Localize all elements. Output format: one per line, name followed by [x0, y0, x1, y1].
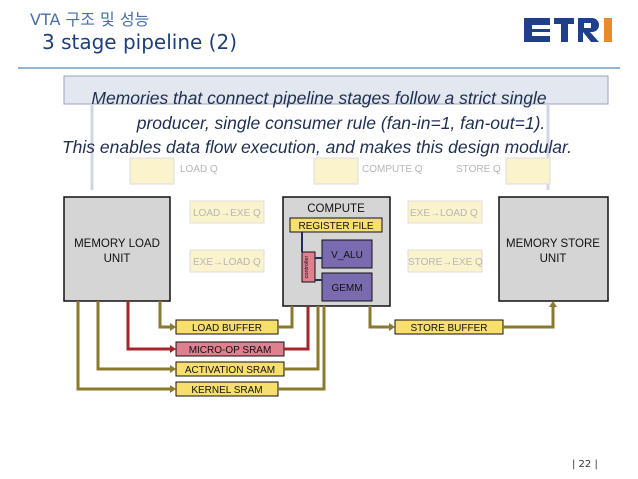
- store-q-label: STORE Q: [456, 164, 501, 175]
- load-exe-q-label: LOAD→EXE Q: [193, 208, 261, 219]
- store-buffer-label: STORE BUFFER: [410, 323, 487, 334]
- header-title: VTA 구조 및 성능: [30, 10, 150, 29]
- activation-sram-label: ACTIVATION SRAM: [185, 365, 275, 376]
- load-queue: [129, 157, 175, 185]
- memory-load-unit: [63, 196, 171, 302]
- load-unit-arrowheads: [170, 323, 176, 393]
- slide-subtitle: 3 stage pipeline (2): [42, 30, 237, 54]
- exe-load-q-right-label: EXE→LOAD Q: [410, 208, 478, 219]
- caption-line-3: This enables data flow execution, and ma…: [61, 137, 573, 157]
- compute-q-label: COMPUTE Q: [362, 164, 423, 175]
- compute-to-store-wire: [368, 306, 391, 329]
- etri-logo: [524, 18, 612, 42]
- store-buffer-to-unit-wire: [503, 305, 555, 329]
- compute-internal-wires: [301, 232, 322, 281]
- load-exe-queue: [189, 200, 265, 224]
- controller-label: controller: [304, 256, 310, 279]
- load-unit-wires: [76, 301, 172, 391]
- register-file-label: REGISTER FILE: [298, 221, 373, 232]
- exe-load-queue-right: [407, 200, 483, 224]
- memory-store-label-2: UNIT: [540, 253, 567, 265]
- header-divider: [18, 67, 620, 69]
- memory-load-label-1: MEMORY LOAD: [74, 238, 160, 250]
- gemm-label: GEMM: [331, 283, 362, 294]
- v-alu-block: [321, 239, 373, 269]
- store-queue: [505, 157, 551, 185]
- load-q-label: LOAD Q: [180, 164, 218, 175]
- sram-to-compute-wires: [278, 306, 326, 391]
- page-number: | 22 |: [572, 459, 598, 470]
- micro-op-to-compute-wire: [284, 306, 310, 351]
- gemm-block: [321, 272, 373, 302]
- caption-line-1: Memories that connect pipeline stages fo…: [91, 88, 547, 108]
- v-alu-label: V_ALU: [331, 250, 363, 261]
- micro-op-sram-label: MICRO-OP SRAM: [189, 345, 272, 356]
- store-buffer-to-unit-arrowhead: [549, 301, 557, 307]
- exe-load-queue: [189, 249, 265, 273]
- compute-queue: [313, 157, 359, 185]
- compute-to-store-arrowhead: [389, 323, 395, 331]
- store-exe-q-label: STORE→EXE Q: [408, 257, 483, 268]
- micro-op-wire: [126, 301, 172, 351]
- memory-store-label-1: MEMORY STORE: [506, 238, 600, 250]
- micro-op-arrowhead: [170, 345, 176, 353]
- top-queues: [129, 157, 551, 185]
- store-exe-queue: [407, 249, 483, 273]
- kernel-sram-label: KERNEL SRAM: [191, 385, 262, 396]
- compute-label: COMPUTE: [307, 203, 365, 215]
- faded-top-band: [63, 75, 609, 105]
- memory-load-label-2: UNIT: [104, 253, 131, 265]
- memory-store-unit: [498, 196, 609, 302]
- load-buffer-label: LOAD BUFFER: [192, 323, 262, 334]
- register-file: [289, 217, 383, 233]
- middle-queues: [189, 200, 483, 273]
- exe-load-q-label: EXE→LOAD Q: [193, 257, 261, 268]
- controller: [301, 251, 316, 283]
- caption-line-2: producer, single consumer rule (fan-in=1…: [136, 113, 546, 133]
